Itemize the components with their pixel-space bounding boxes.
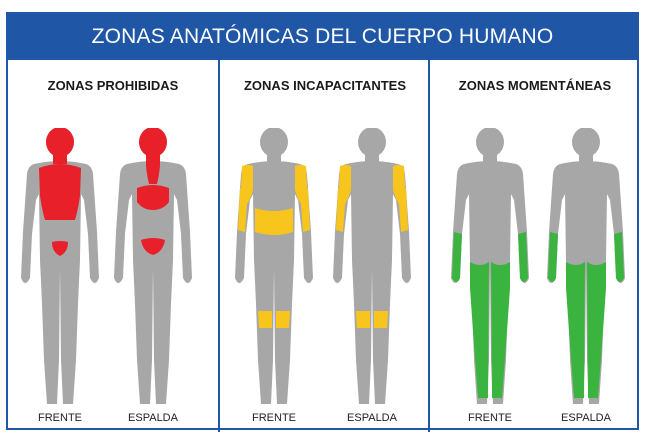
- zone-red-back: [137, 128, 169, 255]
- figure-front: [451, 128, 529, 404]
- figure-back: [547, 128, 625, 404]
- panel-divider: [218, 60, 220, 432]
- figure-front: [21, 128, 99, 404]
- panel-prohibidas: ZONAS PROHIBIDAS FRENTE ESPALDA: [8, 60, 218, 432]
- panel-incapacitantes: ZONAS INCAPACITANTES: [220, 60, 430, 432]
- label-back: ESPALDA: [347, 412, 397, 424]
- panel-momentaneas: ZONAS MOMENTÁNEAS FRENTE ESPALDA: [430, 60, 640, 432]
- panel-title: ZONAS INCAPACITANTES: [243, 78, 407, 93]
- label-front: FRENTE: [468, 412, 512, 424]
- panel-divider: [428, 60, 430, 432]
- zone-yellow-front: [238, 165, 310, 328]
- figure-back: [333, 128, 411, 404]
- panel-title: ZONAS PROHIBIDAS: [47, 78, 179, 93]
- zone-green-back: [548, 232, 624, 398]
- figure-front: [235, 128, 313, 404]
- diagram-frame: ZONAS ANATÓMICAS DEL CUERPO HUMANO ZONAS…: [6, 12, 640, 432]
- zone-red-front: [39, 128, 81, 256]
- label-front: FRENTE: [252, 412, 296, 424]
- label-back: ESPALDA: [128, 412, 178, 424]
- figure-back: [114, 128, 192, 404]
- zone-yellow-back: [336, 165, 408, 328]
- label-back: ESPALDA: [561, 412, 611, 424]
- diagram-title: ZONAS ANATÓMICAS DEL CUERPO HUMANO: [8, 14, 637, 60]
- label-front: FRENTE: [38, 412, 82, 424]
- zone-green-front: [452, 232, 528, 398]
- panel-title: ZONAS MOMENTÁNEAS: [458, 78, 612, 93]
